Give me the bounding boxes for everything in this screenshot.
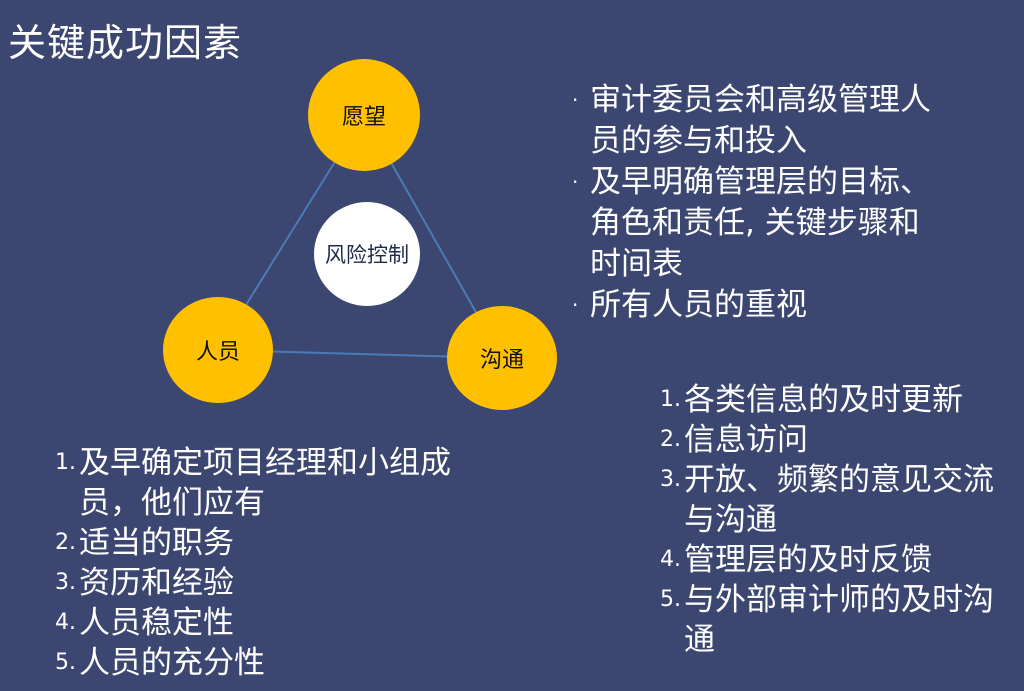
list-item: 4. 管理层的及时反馈 — [660, 540, 1014, 580]
item-number: 5. — [55, 650, 76, 675]
item-text: 管理层的及时反馈 — [684, 542, 932, 578]
node-vision: 愿望 — [308, 59, 420, 171]
item-number: 2. — [55, 530, 76, 555]
item-text: 信息访问 — [684, 422, 808, 458]
item-number: 4. — [55, 610, 76, 635]
vision-bullet-list: · 审计委员会和高级管理人员的参与和投入 · 及早明确管理层的目标、 角色和责任… — [572, 80, 950, 326]
list-item: 3. 开放、频繁的意见交流与沟通 — [660, 460, 1014, 540]
item-number: 2. — [660, 427, 681, 452]
center-risk-control: 风险控制 — [314, 202, 420, 306]
node-people-label: 人员 — [195, 340, 240, 365]
item-text: 与外部审计师的及时沟通 — [684, 582, 994, 658]
item-text: 资历和经验 — [79, 565, 234, 601]
people-numbered-list: 1. 及早确定项目经理和小组成员，他们应有 2. 适当的职务 3. 资历和经验 … — [55, 443, 479, 683]
list-item: · 审计委员会和高级管理人员的参与和投入 — [572, 80, 950, 162]
node-vision-label: 愿望 — [341, 105, 386, 130]
list-item: · 及早明确管理层的目标、 角色和责任, 关键步骤和时间表 — [572, 162, 950, 285]
bullet-text: 审计委员会和高级管理人员的参与和投入 — [590, 82, 931, 159]
item-number: 1. — [55, 450, 76, 475]
list-item: 1. 各类信息的及时更新 — [660, 380, 1014, 420]
node-communication: 沟通 — [447, 306, 557, 410]
list-item: 5. 人员的充分性 — [55, 643, 479, 683]
bullet-text: 及早明确管理层的目标、 角色和责任, 关键步骤和时间表 — [590, 164, 931, 282]
list-item: 1. 及早确定项目经理和小组成员，他们应有 — [55, 443, 479, 523]
list-item: 4. 人员稳定性 — [55, 603, 479, 643]
item-number: 3. — [55, 570, 76, 595]
item-text: 人员的充分性 — [79, 645, 265, 681]
list-item: 2. 适当的职务 — [55, 523, 479, 563]
item-number: 1. — [660, 387, 681, 412]
item-text: 适当的职务 — [79, 525, 234, 561]
communication-numbered-list: 1. 各类信息的及时更新 2. 信息访问 3. 开放、频繁的意见交流与沟通 4.… — [660, 380, 1014, 660]
center-risk-control-label: 风险控制 — [325, 243, 409, 267]
list-item: 2. 信息访问 — [660, 420, 1014, 460]
node-people: 人员 — [163, 297, 273, 403]
item-text: 各类信息的及时更新 — [684, 382, 963, 418]
bullet-dot: · — [572, 88, 579, 112]
node-communication-label: 沟通 — [479, 348, 524, 373]
bullet-dot: · — [572, 170, 579, 194]
item-number: 5. — [660, 587, 681, 612]
bullet-text: 所有人员的重视 — [590, 287, 807, 323]
item-number: 3. — [660, 467, 681, 492]
item-text: 及早确定项目经理和小组成员，他们应有 — [79, 445, 451, 521]
list-item: 3. 资历和经验 — [55, 563, 479, 603]
list-item: 5. 与外部审计师的及时沟通 — [660, 580, 1014, 660]
list-item: · 所有人员的重视 — [572, 285, 950, 326]
item-text: 开放、频繁的意见交流与沟通 — [684, 462, 994, 538]
bullet-dot: · — [572, 293, 579, 317]
slide-title: 关键成功因素 — [8, 21, 243, 65]
item-text: 人员稳定性 — [79, 605, 234, 641]
item-number: 4. — [660, 547, 681, 572]
